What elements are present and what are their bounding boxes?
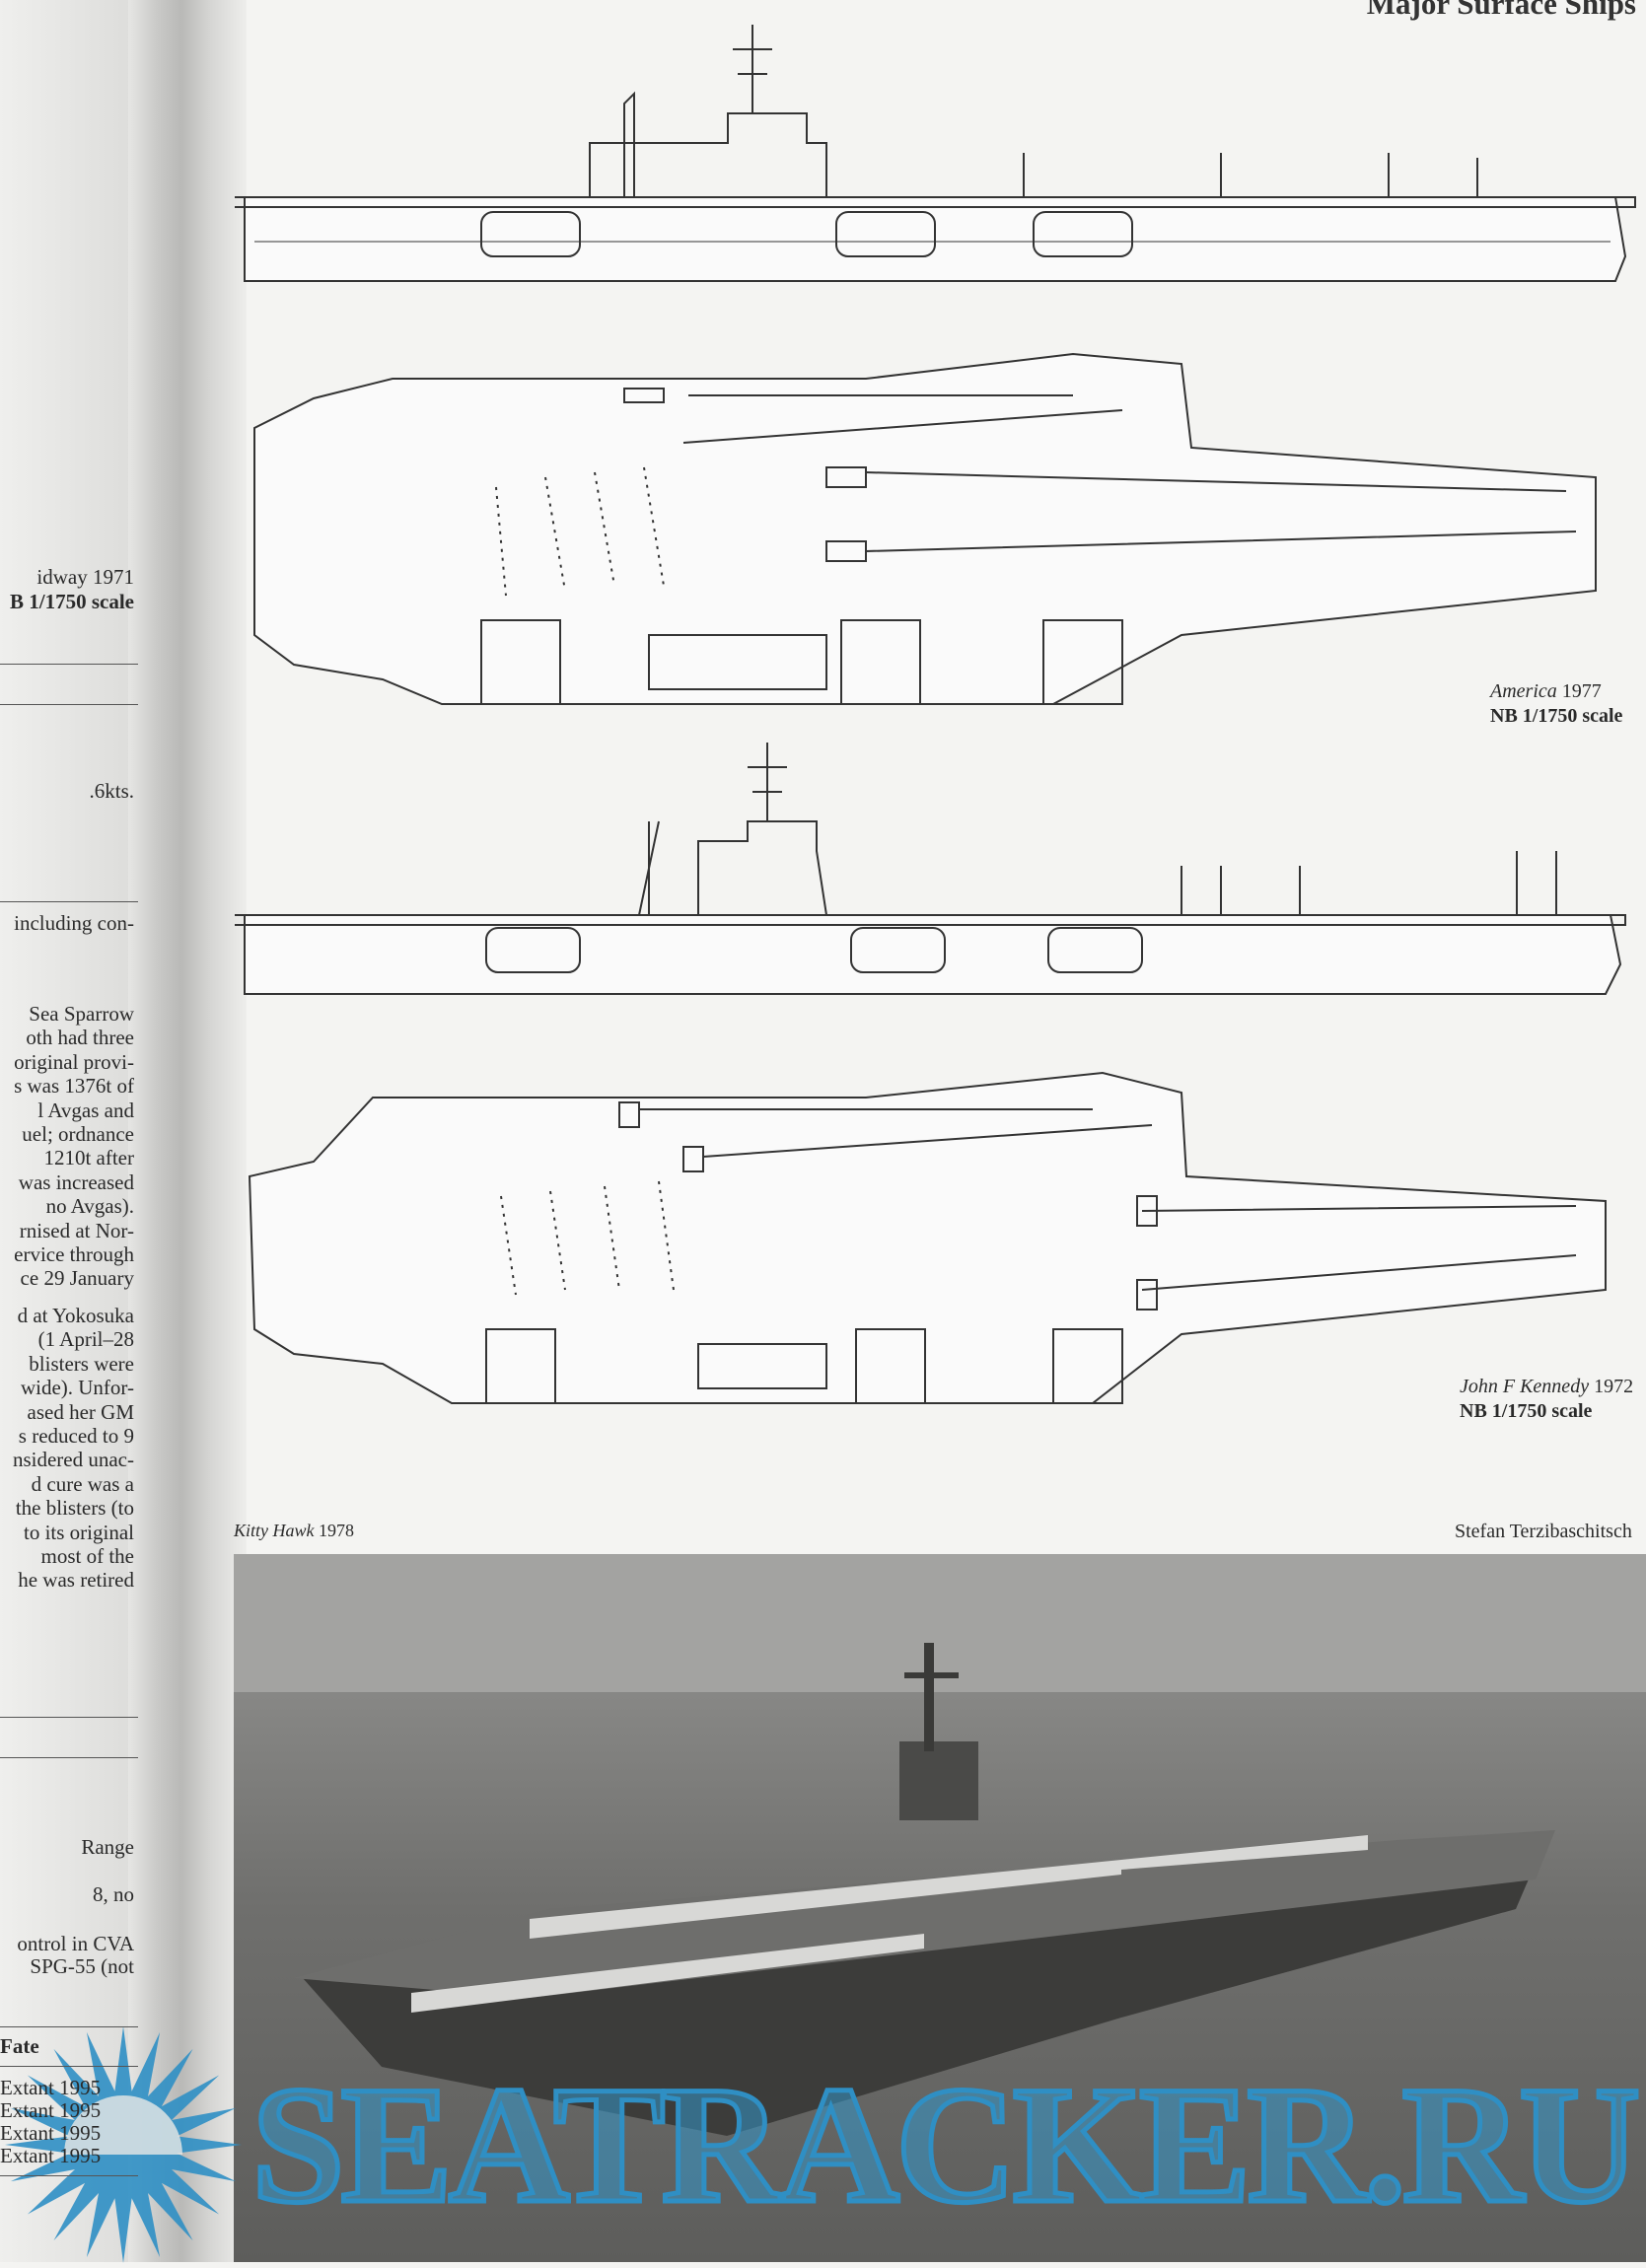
table-row: Extant 1995 [0,2098,102,2122]
scale-label: NB 1/1750 scale [1460,1400,1593,1422]
america-scale: NB 1/1750 scale [1490,705,1622,728]
paragraph-line: ce 29 January [20,1266,134,1291]
table-rule [0,2026,138,2027]
scale-label: NB 1/1750 scale [1490,705,1623,727]
divider [0,1717,138,1718]
table-rule [0,2066,138,2067]
paragraph-line: no Avgas). [45,1194,134,1219]
divider [0,901,138,902]
paragraph-line: most of the [40,1544,135,1568]
photo-credit: Stefan Terzibaschitsch [1455,1521,1632,1542]
left-page [0,0,138,2262]
left-caption-ship: idway 1971 [36,565,134,589]
text-line: 8, no [93,1882,134,1906]
photo-caption: Kitty Hawk 1978 [234,1521,354,1541]
paragraph-line: s was 1376t of [14,1074,134,1099]
paragraph-line: the blisters (to [15,1496,134,1521]
paragraph-line: ervice through [14,1242,134,1266]
america-plan-view-drawing [253,352,1597,705]
range-label: Range [81,1835,134,1859]
paragraph-line: s reduced to 9 [18,1424,134,1448]
table-header-fate: Fate [0,2034,39,2058]
ship-name: Kitty Hawk [234,1521,315,1540]
table-row: Extant 1995 [0,2076,102,2099]
ship-year: 1977 [1561,680,1602,702]
paragraph-line: Sea Sparrow [29,1002,134,1026]
speed-line: .6kts. [89,779,134,803]
text-line: SPG-55 (not [30,1954,134,1978]
ship-name: America [1490,680,1557,702]
jfk-plan-view-drawing [248,1071,1607,1404]
jfk-scale: NB 1/1750 scale [1460,1400,1592,1423]
paragraph-line: wide). Unfor- [20,1376,134,1400]
book-gutter [128,0,247,2262]
para1-line: including con- [14,911,134,935]
divider [0,664,138,665]
paragraph-line: uel; ordnance [22,1122,134,1146]
watermark-starburst-icon [5,2026,242,2263]
paragraph-line: original provi- [14,1049,134,1074]
table-row: Extant 1995 [0,2121,102,2145]
paragraph-line: was increased [18,1169,134,1194]
ship-year: 1978 [319,1521,354,1540]
running-header: Major Surface Ships [1366,0,1636,21]
jfk-side-view-drawing [235,743,1626,995]
paragraph-line: nsidered unac- [12,1448,134,1472]
carrier-photo-graphic [234,1554,1646,2136]
divider [0,704,138,705]
america-side-view-drawing [235,25,1636,282]
america-caption: America 1977 [1490,680,1602,703]
divider [0,1757,138,1758]
paragraph-line: he was retired [18,1568,134,1593]
jfk-caption: John F Kennedy 1972 [1460,1376,1633,1398]
ship-name: John F Kennedy [1460,1376,1590,1397]
paragraph-line: ased her GM [27,1399,134,1424]
paragraph-line: (1 April–28 [37,1327,134,1352]
table-row: Extant 1995 [0,2144,102,2167]
table-rule [0,2175,138,2176]
left-caption-scale: B 1/1750 scale [10,590,134,613]
paragraph-line: 1210t after [43,1146,134,1170]
kitty-hawk-photo [234,1554,1646,2262]
paragraph-line: l Avgas and [37,1098,134,1122]
paragraph-line: rnised at Nor- [19,1218,134,1242]
paragraph-line: to its original [24,1520,134,1544]
watermark-text: SEATRACKER.RU [249,2052,1642,2237]
paragraph-line: oth had three [26,1026,134,1050]
ship-year: 1972 [1594,1376,1634,1397]
paragraph-line: blisters were [29,1351,134,1376]
text-line: ontrol in CVA [17,1932,134,1955]
paragraph-line: d cure was a [31,1471,134,1496]
paragraph-line: d at Yokosuka [17,1304,134,1327]
